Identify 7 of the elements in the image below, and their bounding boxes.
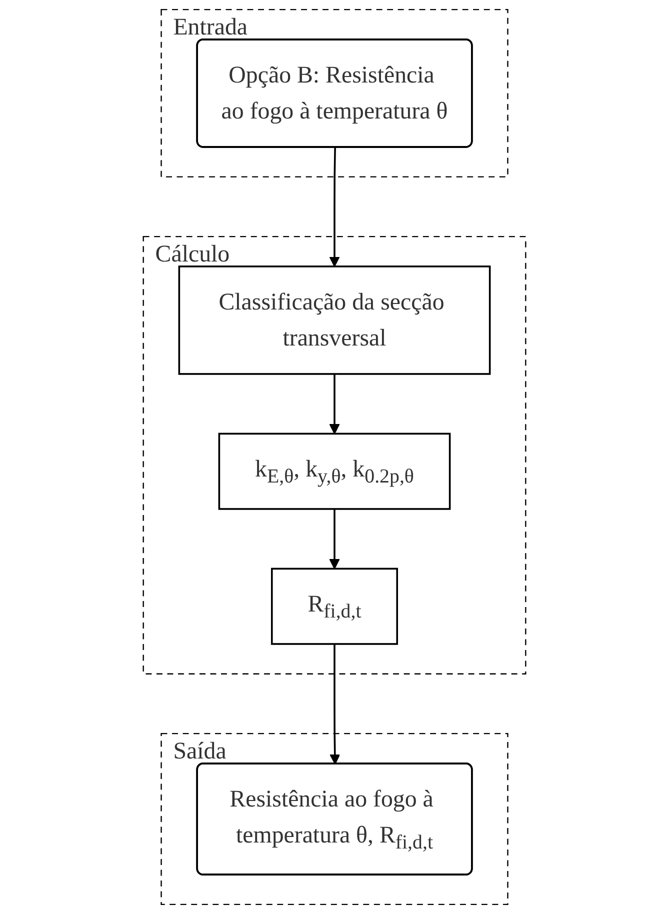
arrow [329, 374, 340, 434]
node-box: Classificação da secção transversal [178, 266, 491, 375]
node-box: k$_{E,θ}$, k$_{y,θ}$, k$_{0.2p,θ}$ [218, 432, 451, 510]
node-box: R$_{fi,d,t}$ [271, 568, 398, 645]
arrow [330, 644, 340, 765]
arrow [329, 508, 340, 570]
arrow [329, 148, 340, 267]
